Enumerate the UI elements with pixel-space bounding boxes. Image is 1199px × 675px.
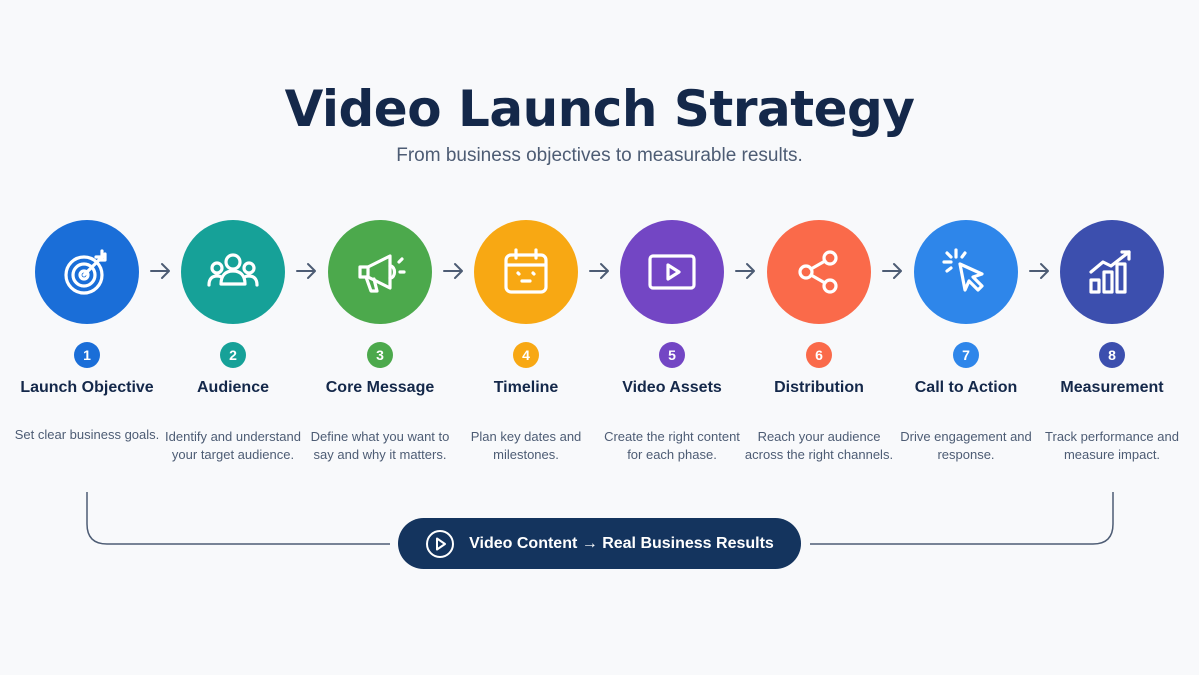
step-number: 6 bbox=[806, 342, 832, 368]
step-2: 2 Audience Identify and understand your … bbox=[158, 220, 308, 464]
step-description: Create the right content for each phase. bbox=[604, 429, 740, 462]
arrow-right-icon bbox=[150, 263, 170, 279]
step-label: Measurement bbox=[1060, 379, 1164, 396]
video-play-icon bbox=[648, 254, 696, 290]
step-label: Timeline bbox=[493, 379, 559, 396]
page-subtitle: From business objectives to measurable r… bbox=[396, 145, 803, 166]
bar-chart-growth-icon bbox=[1089, 250, 1131, 294]
step-label: Core Message bbox=[325, 379, 435, 396]
step-circle bbox=[181, 220, 285, 324]
megaphone-icon bbox=[358, 254, 406, 293]
arrow-right-icon bbox=[589, 263, 609, 279]
step-circle bbox=[35, 220, 139, 324]
calendar-icon bbox=[504, 248, 548, 294]
arrow-right-icon bbox=[1029, 263, 1049, 279]
step-label: Call to Action bbox=[914, 379, 1018, 396]
step-8: 8 Measurement Track performance and meas… bbox=[1037, 220, 1187, 464]
step-description: Reach your audience across the right cha… bbox=[744, 429, 894, 462]
arrow-right-icon bbox=[735, 263, 755, 279]
share-icon bbox=[798, 250, 838, 294]
step-3: 3 Core Message Define what you want to s… bbox=[305, 220, 455, 464]
step-label: Audience bbox=[196, 379, 269, 396]
arrow-right-icon bbox=[443, 263, 463, 279]
step-circle bbox=[620, 220, 724, 324]
step-6: 6 Distribution Reach your audience acros… bbox=[744, 220, 894, 464]
play-circle-icon bbox=[426, 529, 455, 558]
step-number: 2 bbox=[220, 342, 246, 368]
step-number: 3 bbox=[367, 342, 393, 368]
step-circle bbox=[328, 220, 432, 324]
step-description: Define what you want to say and why it m… bbox=[310, 429, 450, 462]
target-icon bbox=[64, 249, 107, 295]
step-number: 4 bbox=[513, 342, 539, 368]
step-description: Plan key dates and milestones. bbox=[470, 429, 582, 462]
step-4: 4 Timeline Plan key dates and milestones… bbox=[451, 220, 601, 464]
results-banner-label: Video Content → Real Business Results bbox=[469, 534, 774, 552]
step-circle bbox=[474, 220, 578, 324]
step-label: Distribution bbox=[774, 379, 864, 396]
step-label: Launch Objective bbox=[20, 379, 154, 396]
step-description: Track performance and measure impact. bbox=[1045, 429, 1179, 462]
users-icon bbox=[207, 253, 259, 287]
step-description: Set clear business goals. bbox=[14, 427, 160, 442]
step-circle bbox=[767, 220, 871, 324]
results-banner: Video Content → Real Business Results bbox=[398, 518, 801, 569]
arrow-right-icon bbox=[296, 263, 316, 279]
step-circle bbox=[914, 220, 1018, 324]
step-1: 1 Launch Objective Set clear business go… bbox=[12, 220, 162, 444]
step-5: 5 Video Assets Create the right content … bbox=[597, 220, 747, 464]
step-description: Drive engagement and response. bbox=[900, 429, 1032, 462]
arrow-right-icon bbox=[882, 263, 902, 279]
step-number: 1 bbox=[74, 342, 100, 368]
step-number: 5 bbox=[659, 342, 685, 368]
step-description: Identify and understand your target audi… bbox=[165, 429, 301, 462]
page-title: Video Launch Strategy bbox=[284, 80, 915, 138]
cursor-click-icon bbox=[942, 248, 984, 292]
step-number: 7 bbox=[953, 342, 979, 368]
step-7: 7 Call to Action Drive engagement and re… bbox=[891, 220, 1041, 464]
step-circle bbox=[1060, 220, 1164, 324]
step-number: 8 bbox=[1099, 342, 1125, 368]
step-label: Video Assets bbox=[622, 379, 722, 396]
